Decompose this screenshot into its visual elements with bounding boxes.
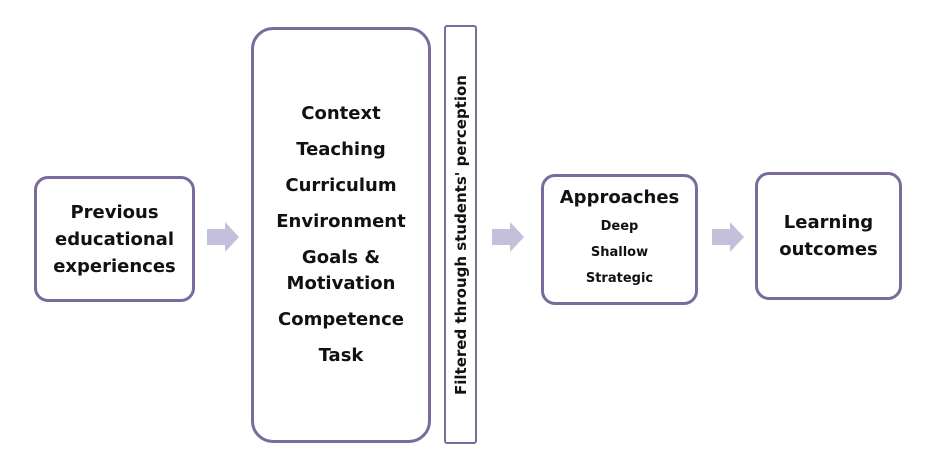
approach-strategic: Strategic xyxy=(585,271,654,286)
approach-deep: Deep xyxy=(600,219,639,234)
approach-shallow: Shallow xyxy=(590,245,649,260)
previous-experiences-label: Previous educational experiences xyxy=(53,201,176,277)
factor-task: Task xyxy=(318,345,364,366)
factor-competence: Competence xyxy=(278,309,404,330)
factor-curriculum: Curriculum xyxy=(285,175,397,196)
perception-filter-label: Filtered through students' perception xyxy=(451,74,470,395)
factors-box: Context Teaching Curriculum Environment … xyxy=(251,27,431,443)
learning-outcomes-box: Learning outcomes xyxy=(755,172,902,300)
previous-experiences-box: Previous educational experiences xyxy=(34,176,195,302)
learning-outcomes-label: Learning outcomes xyxy=(779,212,878,260)
perception-filter-bar: Filtered through students' perception xyxy=(444,25,477,444)
factor-goals-motivation: Goals & Motivation xyxy=(286,247,396,294)
arrow-right-icon xyxy=(712,222,744,252)
factor-teaching: Teaching xyxy=(296,139,386,160)
factor-environment: Environment xyxy=(276,211,406,232)
arrow-right-icon xyxy=(492,222,524,252)
approaches-title: Approaches xyxy=(559,187,680,208)
approaches-box: Approaches Deep Shallow Strategic xyxy=(541,174,698,305)
arrow-right-icon xyxy=(207,222,239,252)
factor-context: Context xyxy=(301,103,381,124)
